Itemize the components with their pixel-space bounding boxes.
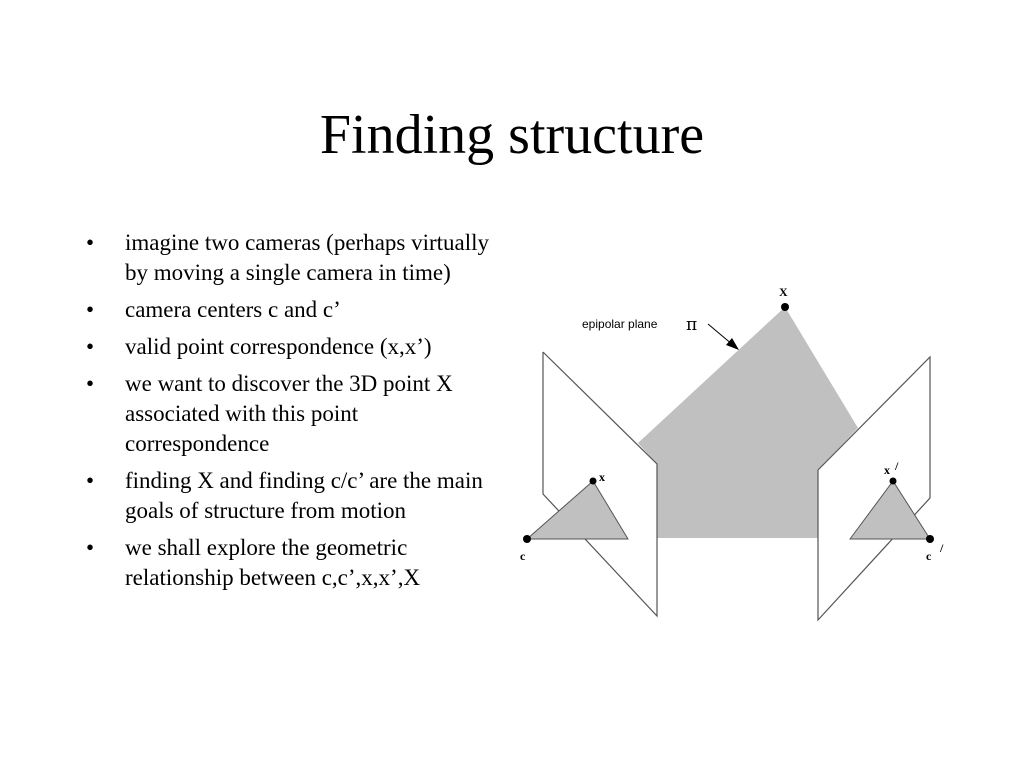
bullet-item: • camera centers c and c’ (80, 295, 500, 325)
label-epipolar-plane: epipolar plane (582, 317, 658, 331)
label-pi: π (686, 315, 697, 335)
camera-c-dot (523, 535, 531, 543)
bullet-marker: • (86, 468, 95, 493)
slide-title: Finding structure (319, 104, 705, 166)
bullet-text: imagine two cameras (perhaps virtually b… (125, 230, 490, 285)
bullet-marker: • (86, 535, 95, 560)
bullet-marker: • (86, 297, 95, 322)
bullet-text: we want to discover the 3D point X assoc… (125, 371, 453, 456)
point-x-dot (589, 477, 597, 485)
bullet-item: • we shall explore the geometric relation… (80, 533, 500, 593)
left-image-plane (542, 351, 658, 618)
label-x-prime-mark: / (894, 459, 899, 473)
label-c: c (520, 549, 526, 563)
bullet-item: • we want to discover the 3D point X asso… (80, 369, 500, 459)
label-X: X (779, 285, 788, 299)
bullet-item: • valid point correspondence (x,x’) (80, 332, 500, 362)
bullet-marker: • (86, 371, 95, 396)
epipolar-geometry-figure: X x x / c c / epipolar plane π (510, 275, 960, 635)
label-x: x (599, 470, 605, 484)
bullet-marker: • (86, 334, 95, 359)
right-image-plane (817, 355, 931, 622)
right-camera-triangle (849, 480, 931, 540)
label-c-prime-mark: / (939, 541, 944, 555)
bullet-list: • imagine two cameras (perhaps virtually … (80, 228, 500, 600)
bullet-text: camera centers c and c’ (125, 297, 341, 322)
bullet-text: valid point correspondence (x,x’) (125, 334, 432, 359)
bullet-item: • finding X and finding c/c’ are the main… (80, 466, 500, 526)
epipolar-diagram: X x x / c c / epipolar plane π (520, 285, 944, 622)
left-camera-triangle (525, 480, 629, 540)
epipolar-arrow-head (726, 338, 739, 350)
bullet-marker: • (86, 230, 95, 255)
camera-c-prime-dot (926, 535, 934, 543)
bullet-text: we shall explore the geometric relations… (125, 535, 421, 590)
label-x-prime: x (884, 463, 890, 477)
bullet-text: finding X and finding c/c’ are the main … (125, 468, 483, 523)
point-x-prime-dot (889, 477, 897, 485)
bullet-item: • imagine two cameras (perhaps virtually … (80, 228, 500, 288)
epipolar-arrow-line (707, 323, 734, 346)
label-c-prime: c (926, 549, 932, 563)
epipolar-plane (638, 307, 858, 538)
point-X-dot (781, 303, 789, 311)
